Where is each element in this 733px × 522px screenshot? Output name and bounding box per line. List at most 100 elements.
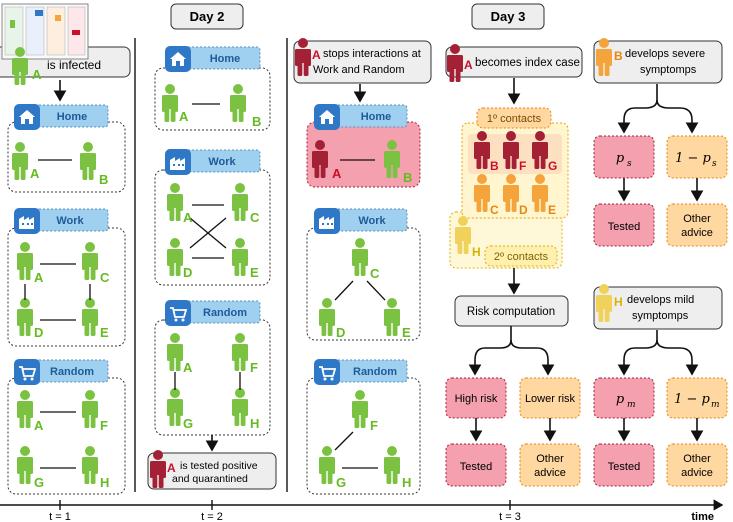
svg-text:B: B — [403, 170, 412, 185]
svg-text:1 − p: 1 − p — [674, 392, 710, 407]
svg-text:p: p — [616, 151, 625, 166]
svg-text:is tested positive: is tested positive — [180, 460, 258, 472]
svg-text:F: F — [100, 418, 108, 433]
svg-text:A: A — [312, 48, 321, 62]
svg-text:p: p — [616, 392, 625, 407]
col1-infected: A is infected — [0, 3, 131, 85]
svg-text:B: B — [99, 172, 108, 187]
high-risk-box — [445, 377, 507, 419]
tick-t2: t = 2 — [201, 511, 223, 522]
svg-text:B: B — [252, 114, 261, 129]
col5-severe-symptoms: B develops severe symptomps — [593, 38, 723, 84]
svg-text:F: F — [250, 360, 258, 375]
svg-text:C: C — [100, 270, 110, 285]
svg-text:D: D — [519, 203, 528, 217]
svg-text:F: F — [519, 159, 526, 173]
col2-random-panel: Random A F G H — [154, 299, 271, 436]
one-minus-pm-box — [666, 377, 728, 419]
col1-home-panel: Home A B — [7, 104, 126, 193]
cart-icon — [13, 358, 41, 386]
col4-tested-box — [445, 443, 507, 487]
svg-text:H: H — [614, 295, 623, 309]
svg-text:C: C — [490, 203, 499, 217]
svg-text:G: G — [34, 475, 44, 490]
svg-text:A: A — [179, 109, 189, 124]
svg-text:C: C — [250, 210, 260, 225]
contacts-region: 1º contacts B F G C D E H 2º contacts — [449, 107, 569, 269]
svg-text:A: A — [464, 58, 473, 72]
svg-text:High risk: High risk — [455, 393, 498, 405]
svg-text:E: E — [100, 325, 109, 340]
lower-risk-box — [519, 377, 581, 419]
day3-box — [471, 3, 545, 30]
work-icon — [14, 208, 40, 234]
col1-work-panel: Work A C D E — [7, 208, 126, 347]
col1-random-panel: Random A F G H — [7, 358, 126, 495]
svg-text:D: D — [34, 325, 43, 340]
work-icon — [165, 149, 191, 175]
svg-text:m: m — [711, 400, 720, 410]
home-icon — [165, 46, 191, 72]
col3-home-panel: Home A B — [306, 104, 421, 188]
svg-text:Work: Work — [358, 215, 386, 227]
day3-label: Day 3 — [491, 9, 526, 24]
col3-random-panel: Random F G H — [306, 358, 421, 495]
svg-text:A: A — [167, 461, 176, 475]
svg-text:A: A — [30, 166, 40, 181]
svg-text:E: E — [548, 203, 556, 217]
svg-text:F: F — [370, 418, 378, 433]
day2-box — [170, 3, 244, 30]
svg-text:develops mild: develops mild — [627, 294, 694, 306]
svg-text:H: H — [402, 475, 411, 490]
svg-text:B: B — [490, 159, 499, 173]
svg-text:symptomps: symptomps — [640, 64, 697, 76]
svg-text:H: H — [250, 416, 259, 431]
col4-other-advice-box — [519, 443, 581, 487]
svg-text:develops severe: develops severe — [625, 48, 705, 60]
secondary-contacts-label: 2º contacts — [494, 251, 549, 263]
col2-home-panel: Home A B — [154, 46, 271, 131]
pm-box — [593, 377, 655, 419]
svg-text:symptomps: symptomps — [632, 310, 689, 322]
tick-t3: t = 3 — [499, 511, 521, 522]
svg-text:Random: Random — [353, 366, 397, 378]
svg-text:becomes index case: becomes index case — [475, 57, 580, 69]
tick-t1: t = 1 — [49, 511, 71, 522]
svg-text:D: D — [336, 325, 345, 340]
svg-text:A: A — [34, 418, 44, 433]
svg-text:Risk computation: Risk computation — [467, 306, 555, 318]
svg-text:D: D — [183, 265, 192, 280]
svg-text:H: H — [472, 245, 481, 259]
col2-tested-positive: A is tested positive and quarantined — [147, 450, 277, 490]
col1-letter-a: A — [32, 67, 42, 82]
svg-text:A: A — [183, 360, 193, 375]
svg-text:Tested: Tested — [460, 461, 492, 473]
svg-text:m: m — [627, 400, 636, 410]
cart-icon — [164, 299, 192, 327]
col3-work-panel: Work C D E — [306, 208, 421, 341]
svg-text:A: A — [183, 210, 193, 225]
svg-text:H: H — [100, 475, 109, 490]
thumbnail-icon — [1, 3, 89, 60]
col4-index-case: A becomes index case — [445, 44, 583, 82]
svg-text:Other: Other — [683, 213, 711, 225]
svg-text:G: G — [183, 416, 193, 431]
primary-contacts-label: 1º contacts — [487, 113, 542, 125]
home-icon — [14, 104, 40, 130]
svg-text:advice: advice — [534, 467, 566, 479]
col5-mild-symptoms: H develops mild symptomps — [593, 284, 723, 330]
svg-text:Work and Random: Work and Random — [313, 64, 405, 76]
col1-home-label: Home — [57, 111, 88, 123]
svg-text:s: s — [627, 159, 632, 169]
svg-text:stops interactions at: stops interactions at — [323, 48, 421, 60]
severe-other-advice-box — [666, 203, 728, 247]
svg-text:A: A — [34, 270, 44, 285]
day2-label: Day 2 — [190, 9, 225, 24]
mild-other-advice-box — [666, 443, 728, 487]
col3-stops-interactions: A stops interactions at Work and Random — [293, 38, 432, 84]
svg-text:Other: Other — [683, 453, 711, 465]
work-icon — [314, 208, 340, 234]
svg-text:Home: Home — [210, 53, 241, 65]
svg-text:Lower risk: Lower risk — [525, 393, 576, 405]
mild-tested-box — [593, 443, 655, 487]
